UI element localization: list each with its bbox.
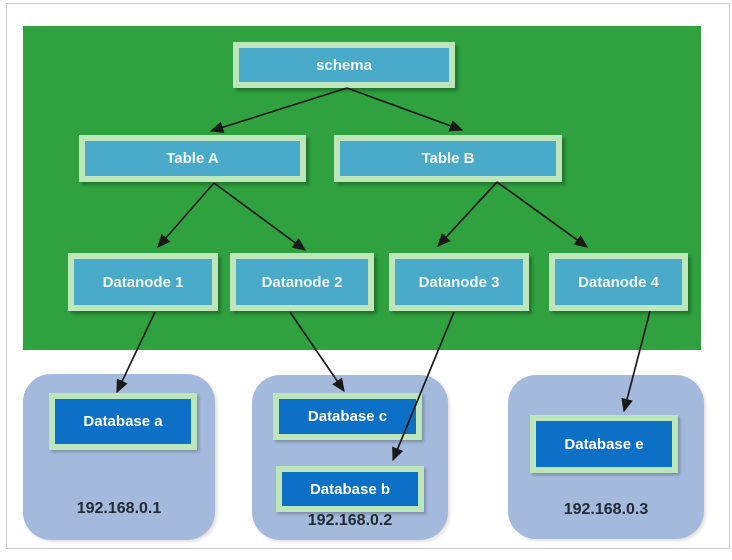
datanode-3-node: Datanode 3: [389, 253, 529, 311]
database-c-node: Database c: [273, 393, 422, 440]
database-e-node: Database e: [530, 415, 678, 473]
database-c-label: Database c: [307, 408, 388, 425]
database-a-label: Database a: [83, 413, 163, 430]
table-b-node: Table B: [334, 135, 562, 182]
datanode-1-label: Datanode 1: [102, 273, 184, 291]
database-a-node: Database a: [49, 393, 197, 450]
schema-label: schema: [316, 56, 372, 74]
ip-label-3: 192.168.0.3: [563, 501, 649, 518]
database-e-label: Database e: [564, 435, 644, 453]
server-group-1: Database a 192.168.0.1: [23, 374, 215, 540]
database-b-node: Database b: [276, 466, 424, 512]
server-group-2: Database c Database b 192.168.0.2: [252, 375, 448, 540]
datanode-2-node: Datanode 2: [230, 253, 374, 311]
datanode-3-label: Datanode 3: [418, 273, 500, 291]
datanode-4-node: Datanode 4: [549, 253, 688, 311]
database-b-label: Database b: [309, 480, 391, 498]
ip-label-1: 192.168.0.1: [76, 500, 162, 517]
table-b-label: Table B: [421, 150, 475, 167]
datanode-4-label: Datanode 4: [578, 273, 659, 291]
ip-label-2: 192.168.0.2: [307, 512, 393, 529]
server-group-3: Database e 192.168.0.3: [508, 375, 704, 539]
table-a-node: Table A: [79, 135, 306, 182]
datanode-1-node: Datanode 1: [68, 253, 218, 311]
schema-node: schema: [233, 42, 455, 88]
datanode-2-label: Datanode 2: [261, 273, 343, 291]
table-a-label: Table A: [166, 150, 219, 167]
